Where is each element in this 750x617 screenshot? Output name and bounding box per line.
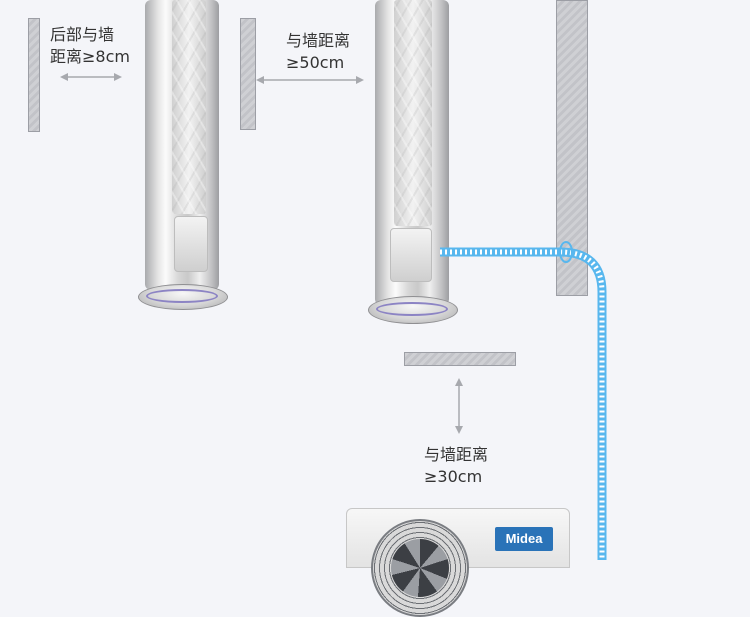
front-clearance-line2: ≥30cm [424,466,488,488]
front-double-arrow-icon [452,378,466,434]
fan-blades [391,539,449,597]
wall-slab-front [404,352,516,366]
outdoor-unit: Midea [346,508,570,568]
fan-icon [371,519,469,617]
front-clearance-label: 与墙距离 ≥30cm [424,444,488,488]
refrigerant-pipe [0,0,750,560]
front-clearance-line1: 与墙距离 [424,444,488,466]
midea-logo-icon: Midea [495,527,553,551]
